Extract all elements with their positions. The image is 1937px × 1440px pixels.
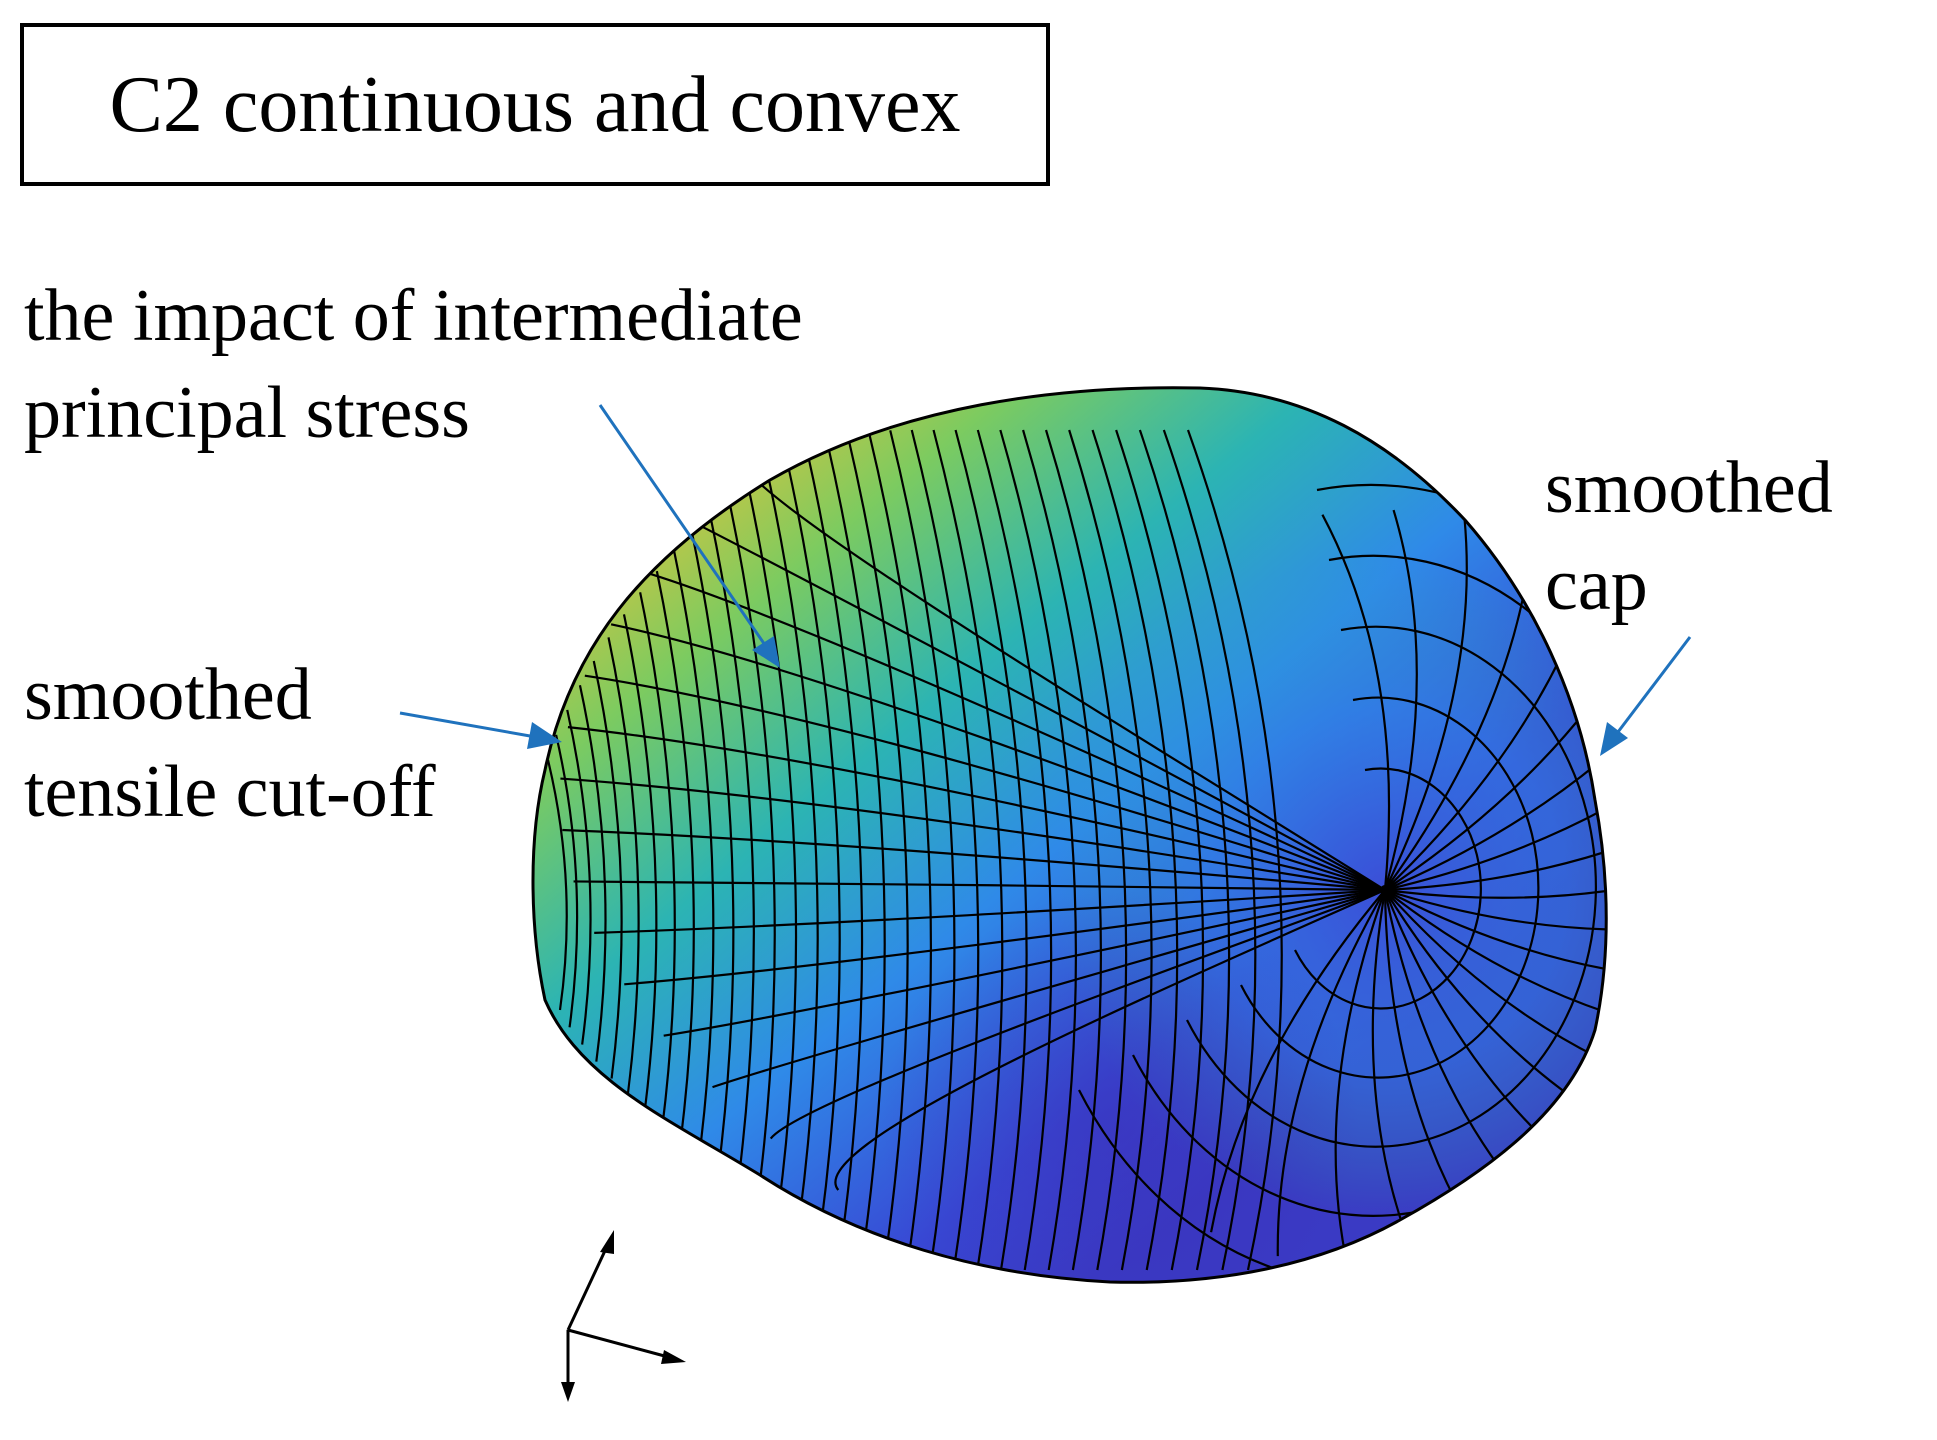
- mesh-line: [1384, 842, 1607, 899]
- mesh-line: [910, 429, 980, 1267]
- mesh-line: [1240, 696, 1540, 1079]
- mesh-line: [846, 436, 909, 1253]
- annotation-tensile-cutoff: smoothed tensile cut-off: [24, 647, 436, 841]
- mesh-line: [1294, 767, 1482, 1010]
- mesh-line: [1384, 776, 1607, 892]
- mesh-line: [766, 470, 819, 1220]
- surface-mesh: [546, 429, 1607, 1283]
- annotation-intermediate-stress: the impact of intermediate principal str…: [24, 268, 803, 462]
- arrow-tensile-cutoff: [399, 711, 562, 749]
- mesh-line: [1186, 625, 1597, 1148]
- mesh-line: [826, 442, 886, 1246]
- mesh-line: [673, 550, 715, 1157]
- mesh-line: [1384, 889, 1607, 1045]
- mesh-line: [1162, 429, 1257, 1271]
- mesh-line: [932, 429, 1004, 1269]
- annotation-tensile-cutoff-line2: tensile cut-off: [24, 751, 436, 833]
- mesh-line: [1138, 429, 1231, 1271]
- mesh-line: [566, 709, 592, 1045]
- mesh-line: [592, 660, 623, 1079]
- annotation-cap-line2: cap: [1545, 544, 1648, 626]
- mesh-line: [1334, 889, 1387, 1269]
- mesh-line: [1091, 429, 1179, 1271]
- mesh-line: [1383, 509, 1418, 891]
- mesh-line: [1068, 429, 1153, 1271]
- mesh-line: [954, 429, 1028, 1270]
- mesh-line: [1186, 429, 1283, 1271]
- mesh-line: [712, 888, 1386, 1089]
- mesh-line: [555, 734, 579, 1028]
- surface-body: [531, 386, 1608, 1284]
- mesh-line: [1276, 889, 1386, 1257]
- arrow-cap: [1600, 636, 1692, 756]
- mesh-line: [639, 592, 676, 1128]
- mesh-line: [745, 469, 1386, 891]
- mesh-line: [567, 726, 1386, 892]
- mesh-line: [562, 828, 1386, 892]
- mesh-line: [1132, 554, 1607, 1217]
- annotation-cap: smoothed cap: [1545, 440, 1833, 634]
- mesh-line: [867, 432, 933, 1259]
- mesh-line: [584, 674, 1386, 892]
- mesh-line: [1384, 889, 1607, 982]
- mesh-line: [655, 570, 695, 1143]
- annotation-tensile-cutoff-line1: smoothed: [24, 654, 312, 736]
- mesh-line: [1022, 429, 1102, 1271]
- mesh-line: [1384, 888, 1607, 931]
- mesh-line: [976, 429, 1053, 1271]
- mesh-line: [785, 459, 841, 1229]
- mesh-line: [663, 888, 1386, 1037]
- mesh-line: [1384, 517, 1468, 891]
- annotation-intermediate-stress-line2: principal stress: [24, 372, 470, 454]
- mesh-line: [1384, 714, 1607, 892]
- mesh-line: [546, 759, 568, 1011]
- title-text: C2 continuous and convex: [109, 60, 961, 149]
- mesh-line: [1384, 607, 1607, 891]
- title-box: C2 continuous and convex: [20, 23, 1050, 186]
- mesh-line: [1384, 889, 1607, 1156]
- mesh-line: [727, 498, 776, 1197]
- mesh-line: [889, 430, 956, 1263]
- apex-point: [1380, 885, 1390, 895]
- mesh-line: [690, 532, 735, 1171]
- mesh-line: [1384, 657, 1607, 892]
- mesh-line: [805, 450, 864, 1238]
- mesh-line: [622, 614, 658, 1112]
- mesh-line: [578, 685, 607, 1062]
- mesh-line: [834, 888, 1386, 1191]
- arrow-intermediate-stress: [598, 404, 780, 668]
- annotation-intermediate-stress-line1: the impact of intermediate: [24, 275, 803, 357]
- mesh-line: [1384, 889, 1607, 1104]
- mesh-line: [709, 514, 755, 1185]
- mesh-line: [999, 429, 1077, 1271]
- annotation-cap-line1: smoothed: [1545, 447, 1833, 529]
- mesh-line: [607, 637, 640, 1096]
- mesh-line: [1115, 429, 1205, 1271]
- mesh-line: [746, 483, 798, 1209]
- mesh-line: [624, 888, 1386, 986]
- mesh-line: [1209, 889, 1386, 1233]
- axis-triad-icon: [561, 1230, 686, 1402]
